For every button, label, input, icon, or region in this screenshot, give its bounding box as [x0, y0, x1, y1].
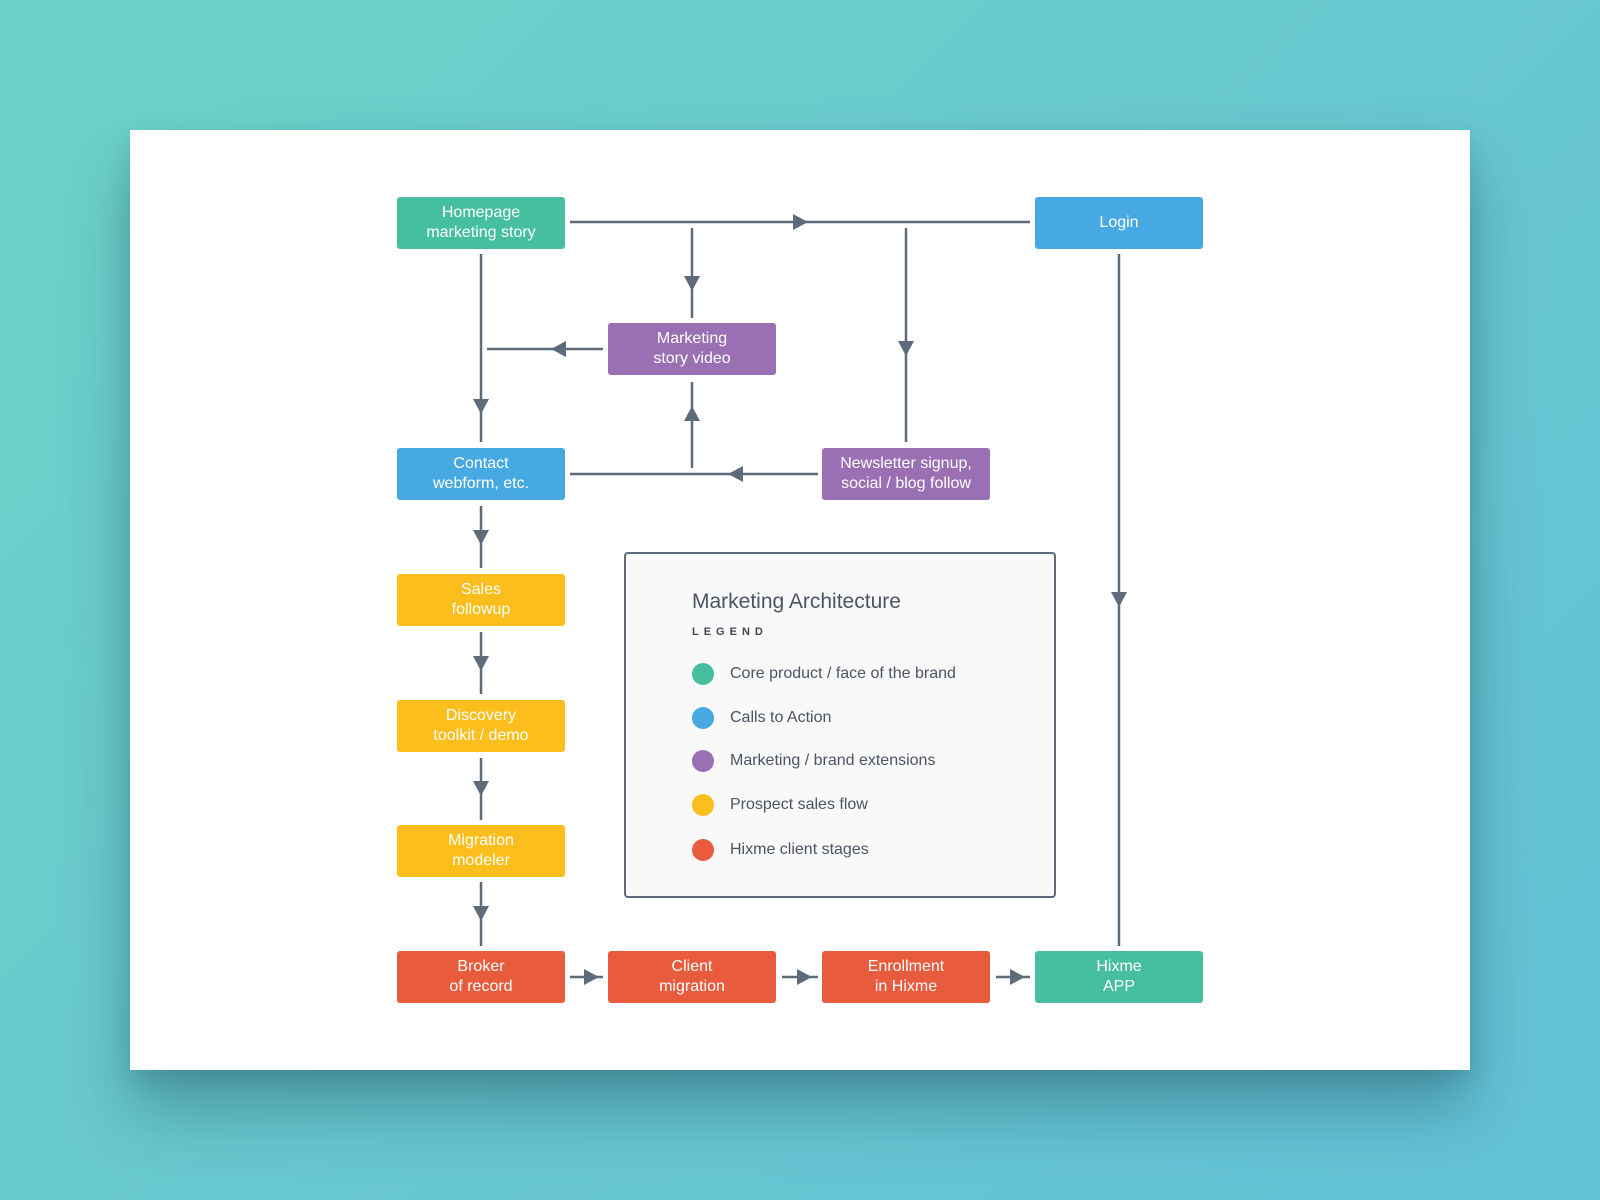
legend-label-prospect: Prospect sales flow [730, 796, 868, 813]
node-login[interactable]: Login [1035, 197, 1203, 249]
legend-item-client: Hixme client stages [692, 838, 869, 862]
arrowhead-down-newsletter [898, 341, 914, 356]
legend-title: Marketing Architecture [692, 590, 901, 613]
legend-item-core: Core product / face of the brand [692, 662, 956, 686]
node-marketing-video[interactable]: Marketing story video [608, 323, 776, 375]
node-newsletter[interactable]: Newsletter signup, social / blog follow [822, 448, 990, 500]
legend-item-cta: Calls to Action [692, 706, 831, 730]
legend-label-client: Hixme client stages [730, 841, 869, 858]
legend-subtitle: LEGEND [692, 626, 768, 638]
arrowhead-up-video [684, 406, 700, 421]
arrowhead-left-video [551, 341, 566, 357]
legend-dot-client [692, 839, 714, 861]
legend-dot-core [692, 663, 714, 685]
arrowhead-down-app [1111, 592, 1127, 607]
arrowhead-top-right [793, 214, 808, 230]
legend-item-marketing: Marketing / brand extensions [692, 749, 935, 773]
legend-label-cta: Calls to Action [730, 709, 832, 726]
legend-label-core: Core product / face of the brand [730, 665, 956, 682]
arrowhead-right-app [1010, 969, 1025, 985]
arrowhead-down-sales [473, 530, 489, 545]
arrowhead-right-enrollment [797, 969, 812, 985]
arrowhead-right-client [584, 969, 599, 985]
node-migration-modeler[interactable]: Migration modeler [397, 825, 565, 877]
legend-dot-cta [692, 707, 714, 729]
node-client-migration[interactable]: Client migration [608, 951, 776, 1003]
arrowhead-down-broker [473, 906, 489, 921]
node-hixme-app[interactable]: Hixme APP [1035, 951, 1203, 1003]
arrowhead-down-video [684, 276, 700, 291]
arrowhead-down-discovery [473, 656, 489, 671]
node-broker[interactable]: Broker of record [397, 951, 565, 1003]
legend-label-marketing: Marketing / brand extensions [730, 752, 936, 769]
legend-item-prospect: Prospect sales flow [692, 793, 868, 817]
arrowhead-left-contact [728, 466, 743, 482]
node-homepage[interactable]: Homepage marketing story [397, 197, 565, 249]
legend-dot-marketing [692, 750, 714, 772]
legend-dot-prospect [692, 794, 714, 816]
node-enrollment[interactable]: Enrollment in Hixme [822, 951, 990, 1003]
node-sales-followup[interactable]: Sales followup [397, 574, 565, 626]
legend-box: Marketing Architecture LEGEND Core produ… [624, 552, 1056, 898]
node-contact[interactable]: Contact webform, etc. [397, 448, 565, 500]
arrowhead-down-contact [473, 399, 489, 414]
node-discovery[interactable]: Discovery toolkit / demo [397, 700, 565, 752]
arrowhead-down-migration [473, 781, 489, 796]
